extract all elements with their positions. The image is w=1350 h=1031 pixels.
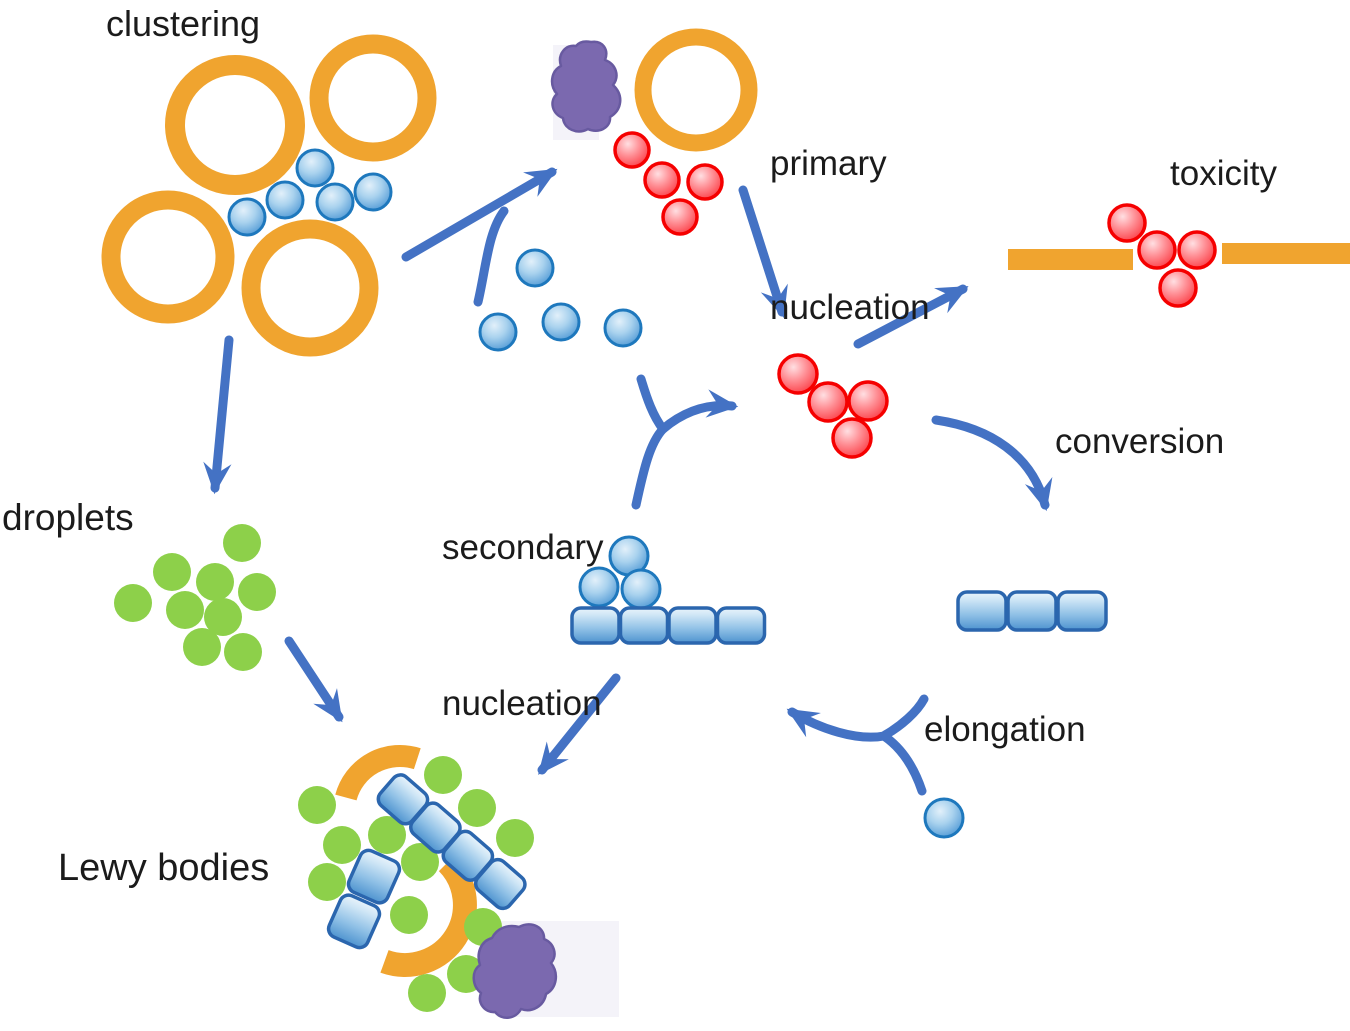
vesicle-ring	[634, 28, 758, 152]
monomer	[265, 180, 305, 220]
oligomer-sphere	[613, 131, 651, 169]
oligomer-sphere	[1107, 203, 1147, 243]
oligomer-sphere	[777, 353, 819, 395]
oligomer-sphere	[1137, 230, 1177, 270]
oligomer-sphere	[847, 380, 889, 422]
monomer	[295, 148, 335, 188]
fibril-segment	[473, 857, 527, 911]
fibril-segment	[667, 606, 718, 645]
process-arrows	[203, 167, 1053, 796]
droplet	[166, 591, 204, 629]
primary-nucleation-site	[550, 28, 758, 236]
monomer	[227, 197, 267, 237]
label-clustering: clustering	[106, 3, 261, 44]
droplet	[114, 584, 152, 622]
droplet	[390, 896, 428, 934]
label-conversion: conversion	[1055, 422, 1225, 461]
monomer	[620, 568, 662, 610]
arrow-conversion	[931, 415, 1053, 512]
label-secondary-nucleation-line2: nucleation	[442, 684, 602, 723]
droplet	[204, 598, 242, 636]
arrow-clustering-to-primary	[401, 167, 558, 262]
monomer	[353, 172, 393, 212]
monomer-elongation	[923, 797, 965, 839]
fibril-segment	[1056, 590, 1108, 632]
droplet	[308, 863, 346, 901]
label-toxicity: toxicity	[1170, 154, 1277, 193]
droplet	[196, 563, 234, 601]
oligomer-sphere	[1158, 268, 1198, 308]
arrow-secondary-nucleation	[631, 389, 739, 510]
droplet	[224, 633, 262, 671]
lewy-arc	[380, 854, 477, 977]
membrane-toxicity	[1008, 203, 1350, 308]
fibril-segment	[715, 606, 767, 645]
label-primary-nucleation-line2: nucleation	[770, 288, 930, 327]
arrow-primary-to-oligomer	[738, 185, 788, 319]
arrow-droplets-to-lewy	[284, 636, 344, 723]
droplet	[401, 843, 439, 881]
arrow-clustering-to-droplets	[203, 335, 234, 495]
monomer	[541, 302, 581, 342]
fibril-short	[956, 590, 1108, 632]
droplet	[153, 553, 191, 591]
oligomer-sphere	[686, 163, 724, 201]
fibril-long	[570, 535, 767, 645]
label-secondary-nucleation: secondary nucleation	[442, 418, 603, 782]
fibril-segment	[618, 606, 670, 645]
vesicle-ring	[101, 190, 235, 324]
droplet	[424, 756, 462, 794]
lewy-fibril-rod	[376, 773, 527, 911]
membrane-bar	[1008, 249, 1133, 270]
label-lewy-bodies: Lewy bodies	[58, 847, 270, 889]
arrow-oligomer-to-toxicity	[853, 284, 969, 349]
monomer	[478, 312, 518, 352]
monomer	[515, 248, 555, 288]
droplet	[223, 524, 261, 562]
organelle-blob	[472, 923, 558, 1019]
oligomer-sphere	[643, 161, 681, 199]
monomer	[578, 566, 620, 608]
oligomer-sphere	[807, 381, 849, 423]
monomer	[603, 308, 643, 348]
label-elongation: elongation	[924, 710, 1086, 749]
droplet	[368, 816, 406, 854]
arrow-fibril-to-lewy	[537, 673, 621, 775]
vesicle-ring	[309, 34, 437, 162]
droplet	[298, 786, 336, 824]
label-primary-nucleation-line1: primary	[770, 144, 887, 183]
label-droplets: droplets	[2, 497, 134, 538]
droplet	[323, 826, 361, 864]
lewy-body-cluster	[298, 744, 619, 1019]
organelle-blob	[550, 40, 622, 133]
monomer	[315, 182, 355, 222]
arrow-secondary-branch	[636, 374, 668, 434]
fibril-segment	[956, 590, 1008, 632]
lewy-fibril-rod	[326, 848, 402, 950]
fibril-segment	[346, 848, 402, 905]
arrow-elongation-branch	[880, 694, 929, 740]
fibril-segment	[326, 893, 382, 950]
droplet	[458, 789, 496, 827]
droplet	[408, 974, 446, 1012]
arrow-monomer-feed-branch	[473, 206, 509, 307]
droplet	[238, 573, 276, 611]
vesicle-ring	[165, 55, 305, 195]
label-primary-nucleation: primary nucleation	[770, 44, 930, 380]
droplet-cluster	[114, 524, 276, 671]
fibril-segment	[1006, 590, 1058, 632]
label-secondary-nucleation-line1: secondary	[442, 528, 604, 567]
lewy-arc	[335, 744, 421, 801]
droplet	[183, 628, 221, 666]
membrane-bar	[1222, 243, 1350, 264]
oligomer-sphere	[1177, 230, 1217, 270]
oligomer	[777, 353, 889, 459]
droplet	[496, 819, 534, 857]
vesicle-cluster	[101, 34, 437, 357]
vesicle-ring	[241, 219, 379, 357]
oligomer-sphere	[831, 417, 873, 459]
monomer-pool	[478, 248, 643, 352]
oligomer-sphere	[661, 198, 699, 236]
